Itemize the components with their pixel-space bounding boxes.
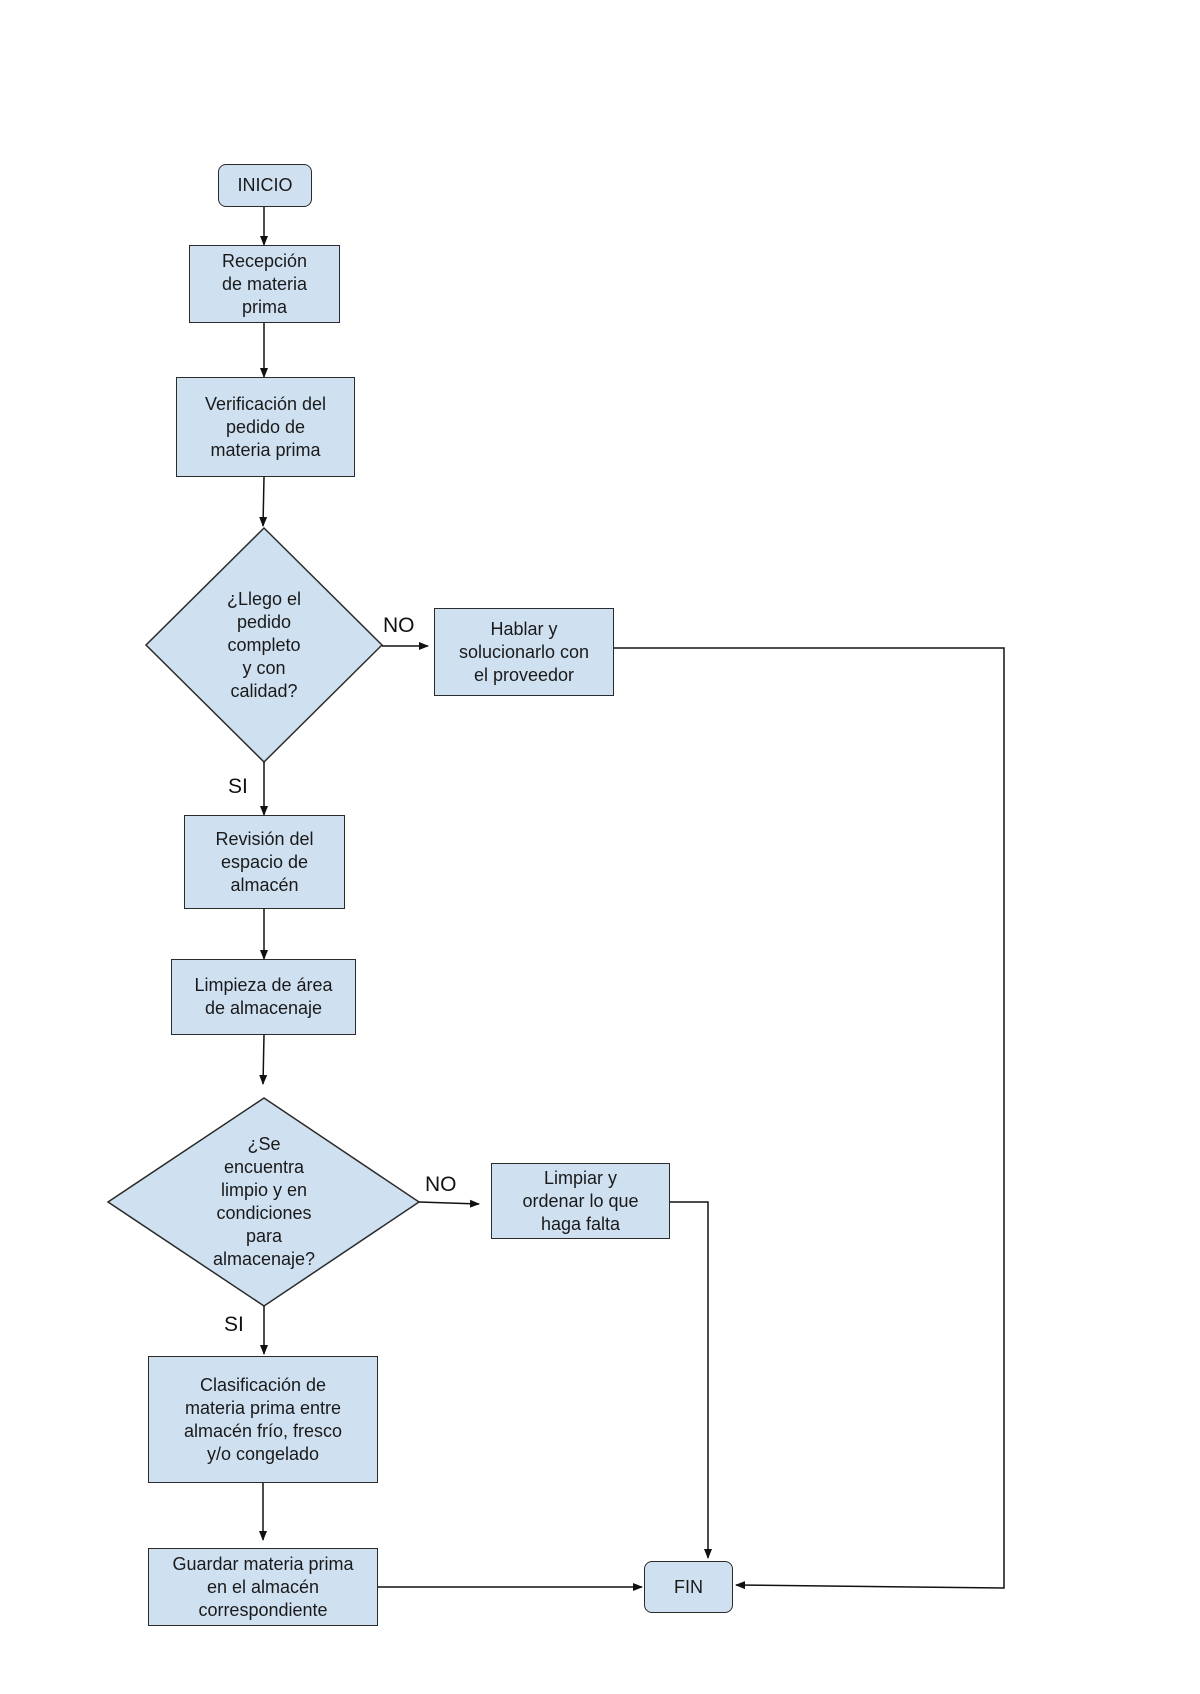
recepcion-step: Recepción de materia prima <box>189 245 340 323</box>
connector-decision2-limpiar <box>418 1199 480 1208</box>
branch-label-si-2: SI <box>224 1313 244 1336</box>
decision2-text: ¿Se encuentra limpio y en condiciones pa… <box>188 1127 340 1277</box>
limpiar-label: Limpiar y ordenar lo que haga falta <box>522 1167 639 1234</box>
inicio-label: INICIO <box>237 175 293 195</box>
connector-verificacion-decision1 <box>259 476 268 527</box>
limpieza-label: Limpieza de área de almacenaje <box>194 975 333 1018</box>
recepcion-label: Recepción de materia prima <box>221 250 308 317</box>
guardar-step: Guardar materia prima en el almacén corr… <box>148 1548 378 1626</box>
guardar-label: Guardar materia prima en el almacén corr… <box>172 1553 354 1620</box>
connector-hablar-fin <box>614 647 1005 1590</box>
revision-label: Revisión del espacio de almacén <box>215 828 314 895</box>
decision1-text: ¿Llego el pedido completo y con calidad? <box>196 578 332 712</box>
branch-label-no-1: NO <box>383 614 415 637</box>
branch-label-no-2: NO <box>425 1173 457 1196</box>
verificacion-label: Verificación del pedido de materia prima <box>204 393 327 460</box>
fin-terminal: FIN <box>644 1561 733 1613</box>
verificacion-step: Verificación del pedido de materia prima <box>176 377 355 477</box>
decision1-label: ¿Llego el pedido completo y con calidad? <box>226 588 302 701</box>
connector-limpieza-decision2 <box>259 1034 268 1085</box>
clasificacion-label: Clasificación de materia prima entre alm… <box>183 1374 343 1464</box>
inicio-terminal: INICIO <box>218 164 312 207</box>
hablar-label: Hablar y solucionarlo con el proveedor <box>458 618 590 685</box>
clasificacion-step: Clasificación de materia prima entre alm… <box>148 1356 378 1483</box>
hablar-step: Hablar y solucionarlo con el proveedor <box>434 608 614 696</box>
limpieza-step: Limpieza de área de almacenaje <box>171 959 356 1035</box>
fin-label: FIN <box>674 1576 703 1597</box>
connector-limpiar-fin <box>670 1201 712 1559</box>
branch-label-si-1: SI <box>228 775 248 798</box>
limpiar-step: Limpiar y ordenar lo que haga falta <box>491 1163 670 1239</box>
revision-step: Revisión del espacio de almacén <box>184 815 345 909</box>
decision2-label: ¿Se encuentra limpio y en condiciones pa… <box>212 1134 316 1269</box>
